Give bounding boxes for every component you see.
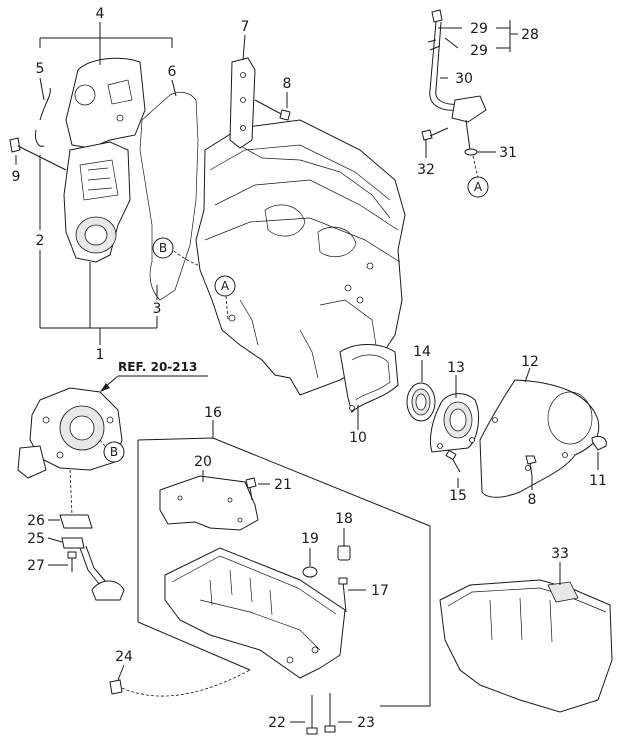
engine-block bbox=[195, 119, 406, 396]
part-number-25: 25 bbox=[27, 531, 45, 547]
callout-a-engine: A bbox=[214, 275, 236, 297]
leader-lines bbox=[15, 20, 599, 723]
callout-a-dipstick-label: A bbox=[474, 180, 483, 194]
reference-label[interactable]: REF. 20-213 bbox=[118, 360, 197, 374]
part-number-12: 12 bbox=[521, 354, 539, 370]
part-number-24: 24 bbox=[115, 649, 133, 665]
part-number-3: 3 bbox=[153, 301, 162, 317]
callout-b-engine: B bbox=[152, 237, 174, 259]
part-number-11: 11 bbox=[589, 473, 607, 489]
timing-cover-lower bbox=[63, 141, 131, 263]
part-number-16: 16 bbox=[204, 405, 222, 421]
part-number-9: 9 bbox=[12, 169, 21, 185]
seal-housing bbox=[339, 344, 399, 413]
part-number-7: 7 bbox=[241, 19, 250, 35]
part-number-4: 4 bbox=[96, 6, 105, 22]
part-number-8-lower: 8 bbox=[528, 492, 537, 508]
rear-oil-seal bbox=[406, 382, 436, 422]
bolt-17 bbox=[338, 577, 348, 613]
callout-a-dipstick: A bbox=[467, 176, 489, 198]
part-number-1: 1 bbox=[96, 347, 105, 363]
oil-pump bbox=[17, 387, 123, 479]
part-number-33: 33 bbox=[551, 546, 569, 562]
part-number-6: 6 bbox=[168, 64, 177, 80]
bolt-24 bbox=[109, 669, 251, 697]
rear-seal-retainer bbox=[429, 393, 479, 453]
oil-pan bbox=[164, 547, 346, 679]
callout-b-pump-label: B bbox=[110, 445, 118, 459]
bolts-22-23 bbox=[306, 693, 336, 735]
part-number-19: 19 bbox=[301, 531, 319, 547]
part-number-13: 13 bbox=[447, 360, 465, 376]
bracket-7 bbox=[229, 57, 256, 149]
part-number-2: 2 bbox=[36, 233, 45, 249]
bolt-21 bbox=[245, 477, 257, 501]
drain-plug-19 bbox=[302, 566, 318, 578]
bolt-8-lower bbox=[525, 455, 537, 477]
bolt-8-upper bbox=[254, 99, 291, 121]
bolt-15 bbox=[445, 449, 461, 473]
plug-18 bbox=[337, 545, 351, 561]
part-number-26: 26 bbox=[27, 513, 45, 529]
part-number-10: 10 bbox=[349, 430, 367, 446]
part-number-5: 5 bbox=[36, 61, 45, 77]
oil-pan-baffle bbox=[159, 475, 259, 531]
bolt-9 bbox=[9, 137, 67, 171]
callout-b-pump: B bbox=[103, 441, 125, 463]
part-number-32: 32 bbox=[417, 162, 435, 178]
part-number-30: 30 bbox=[455, 71, 473, 87]
dipstick-assembly bbox=[421, 9, 487, 156]
clip-5 bbox=[35, 87, 51, 147]
part-number-28: 28 bbox=[521, 27, 539, 43]
part-number-20: 20 bbox=[194, 454, 212, 470]
part-number-22: 22 bbox=[268, 715, 286, 731]
timing-cover-upper bbox=[65, 57, 146, 149]
part-number-labels: 4 5 6 7 8 9 2 3 1 28 29 29 30 31 32 14 1… bbox=[12, 6, 607, 731]
part-number-17: 17 bbox=[371, 583, 389, 599]
callout-b-engine-label: B bbox=[159, 241, 167, 255]
part-number-29-bottom: 29 bbox=[470, 43, 488, 59]
part-number-31: 31 bbox=[499, 145, 517, 161]
part-number-14: 14 bbox=[413, 344, 431, 360]
timing-gasket bbox=[139, 91, 199, 301]
part-number-27: 27 bbox=[27, 558, 45, 574]
part-number-21: 21 bbox=[274, 477, 292, 493]
rear-plate bbox=[479, 379, 600, 498]
part-number-8-upper: 8 bbox=[283, 76, 292, 92]
oil-pan-33 bbox=[439, 579, 613, 713]
oil-strainer bbox=[59, 514, 125, 601]
part-number-29-top: 29 bbox=[470, 21, 488, 37]
part-number-23: 23 bbox=[357, 715, 375, 731]
clip-11 bbox=[591, 435, 607, 451]
part-number-15: 15 bbox=[449, 488, 467, 504]
callout-a-engine-label: A bbox=[221, 279, 230, 293]
part-number-18: 18 bbox=[335, 511, 353, 527]
